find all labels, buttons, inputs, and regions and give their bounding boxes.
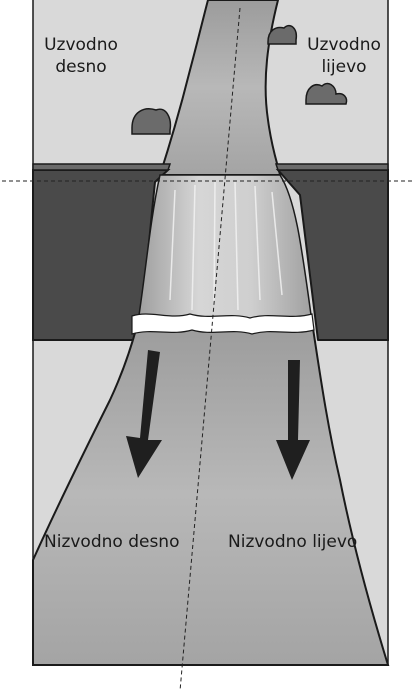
label-upstream-left-line1: Uzvodno — [304, 34, 384, 56]
label-upstream-left-line2: lijevo — [304, 56, 384, 78]
label-downstream-left: Nizvodno lijevo — [228, 531, 357, 553]
waterfall-face — [138, 175, 312, 322]
label-upstream-right-line2: desno — [38, 56, 124, 78]
foam-band — [132, 314, 314, 334]
cliff-top-right — [276, 164, 388, 170]
label-downstream-right: Nizvodno desno — [44, 531, 179, 553]
cliff-top-left — [33, 164, 170, 170]
label-upstream-right: Uzvodno desno — [38, 34, 124, 78]
label-upstream-right-line1: Uzvodno — [38, 34, 124, 56]
rock-icon — [132, 109, 170, 134]
label-upstream-left: Uzvodno lijevo — [304, 34, 384, 78]
